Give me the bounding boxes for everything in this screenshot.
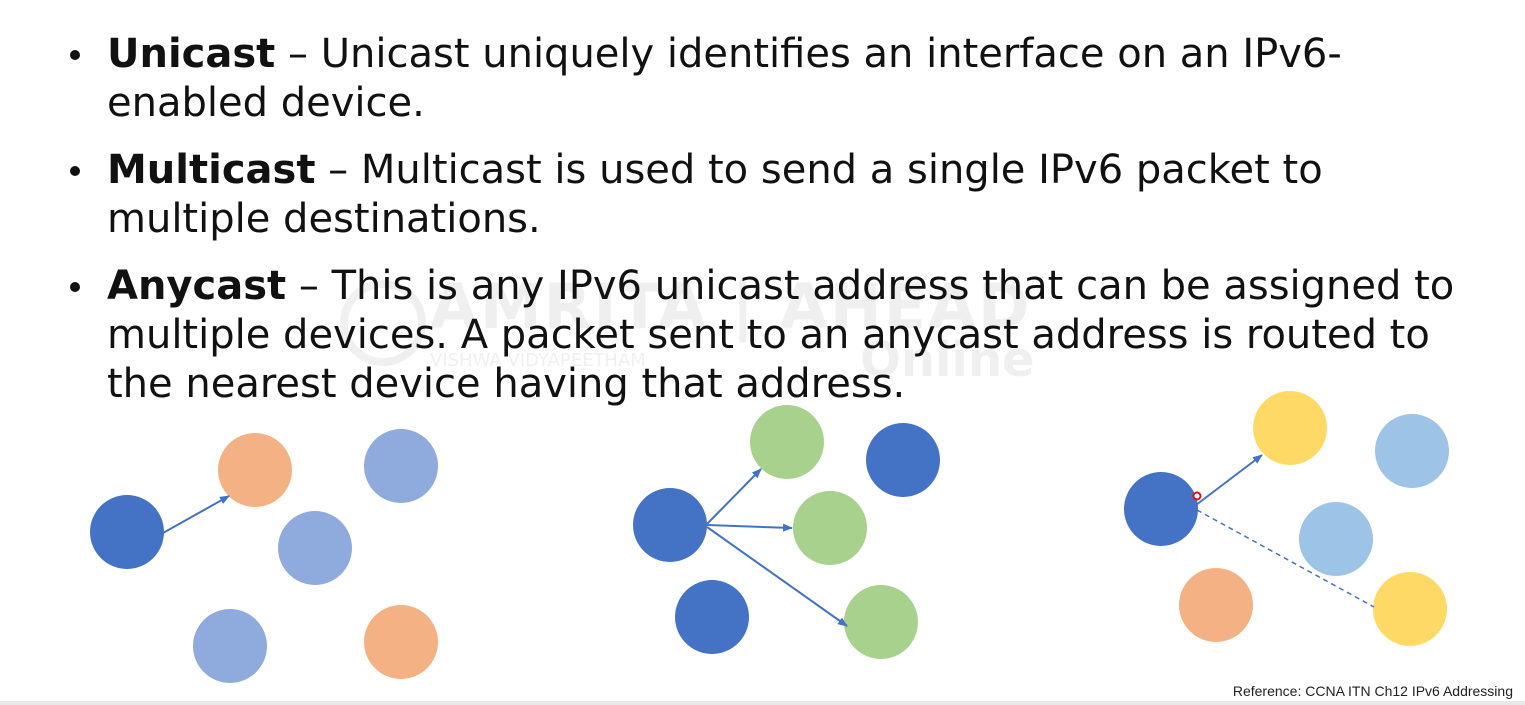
anycast-diagram <box>1124 391 1449 646</box>
pointer-icon <box>1192 491 1202 501</box>
multicast-diagram <box>633 405 940 659</box>
multicast-destination-node <box>844 585 918 659</box>
unicast-node <box>364 605 438 679</box>
anycast-node <box>1179 568 1253 642</box>
unicast-destination-node <box>218 433 292 507</box>
unicast-diagram <box>90 429 438 683</box>
multicast-arrow <box>706 468 762 525</box>
separator: – <box>286 263 332 309</box>
bullet-anycast: Anycast – This is any IPv6 unicast addre… <box>70 262 1490 409</box>
multicast-source-node <box>633 488 707 562</box>
term-anycast: Anycast <box>107 263 287 309</box>
anycast-arrow <box>1195 454 1263 506</box>
multicast-arrow <box>706 526 848 627</box>
watermark-subtitle: VISHWA VIDYAPEETHAM <box>430 350 646 371</box>
unicast-source-node <box>90 495 164 569</box>
unicast-node <box>278 511 352 585</box>
description-multicast: Multicast is used to send a single IPv6 … <box>107 147 1323 242</box>
unicast-node <box>193 609 267 683</box>
bullet-unicast: Unicast – Unicast uniquely identifies an… <box>70 30 1490 128</box>
anycast-dashed-line <box>1196 509 1375 608</box>
bottom-strip <box>0 701 1525 705</box>
anycast-node <box>1375 414 1449 488</box>
watermark-brand: AMRITA | AHEAD <box>430 270 1032 343</box>
multicast-node <box>675 580 749 654</box>
bullet-dot-icon <box>70 166 80 176</box>
reference-caption: Reference: CCNA ITN Ch12 IPv6 Addressing <box>1232 683 1513 699</box>
bullet-list: Unicast – Unicast uniquely identifies an… <box>70 30 1490 427</box>
multicast-arrow <box>706 523 793 532</box>
multicast-node <box>866 423 940 497</box>
watermark-online: Online <box>860 332 1035 388</box>
separator: – <box>275 31 321 77</box>
anycast-source-node <box>1124 472 1198 546</box>
watermark-logo-icon <box>340 280 426 366</box>
term-multicast: Multicast <box>107 147 316 193</box>
description-anycast: This is any IPv6 unicast address that ca… <box>107 263 1455 407</box>
anycast-node <box>1299 502 1373 576</box>
anycast-node <box>1373 572 1447 646</box>
unicast-arrow <box>162 495 230 534</box>
watermark: AMRITA | AHEAD VISHWA VIDYAPEETHAM Onlin… <box>340 270 1040 400</box>
anycast-destination-node <box>1253 391 1327 465</box>
separator: – <box>315 147 361 193</box>
unicast-node <box>364 429 438 503</box>
bullet-dot-icon <box>70 50 80 60</box>
multicast-destination-node <box>750 405 824 479</box>
multicast-destination-node <box>793 491 867 565</box>
bullet-multicast: Multicast – Multicast is used to send a … <box>70 146 1490 244</box>
term-unicast: Unicast <box>107 31 276 77</box>
description-unicast: Unicast uniquely identifies an interface… <box>107 31 1342 126</box>
bullet-dot-icon <box>70 282 80 292</box>
